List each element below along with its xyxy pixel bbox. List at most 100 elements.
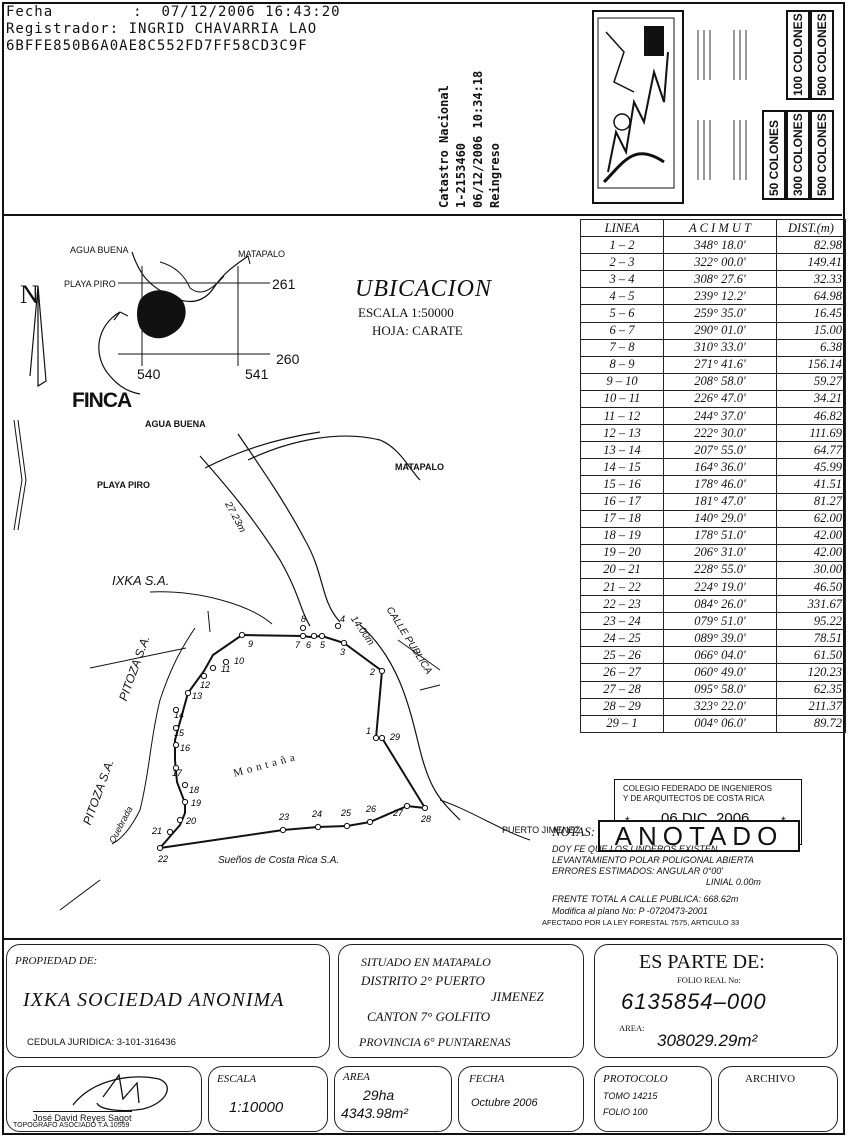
cell-linea: 27 – 28 xyxy=(580,680,664,699)
vertex-marker xyxy=(299,624,307,632)
vertex-label: 15 xyxy=(174,728,185,738)
cell-linea: 10 – 11 xyxy=(580,389,664,409)
plan-agua-buena: AGUA BUENA xyxy=(145,419,206,429)
cell-dist: 41.51 xyxy=(776,475,846,494)
cell-dist: 111.69 xyxy=(776,424,846,443)
vertex-marker xyxy=(172,741,180,749)
cell-dist: 64.98 xyxy=(776,287,846,306)
inset-grid-541: 541 xyxy=(245,366,269,382)
cell-linea: 18 – 19 xyxy=(580,526,664,545)
plan-suenos: Sueños de Costa Rica S.A. xyxy=(218,855,340,866)
vertex-label: 11 xyxy=(221,664,230,674)
cell-linea: 6 – 7 xyxy=(580,321,664,340)
plan-playa-piro: PLAYA PIRO xyxy=(97,480,151,490)
vertex-label: 3 xyxy=(340,647,345,657)
area2-ha: 29ha xyxy=(363,1087,395,1103)
catastro-line4: Reingreso xyxy=(488,142,502,208)
cell-acimut: 348° 18.0' xyxy=(663,236,777,255)
col-dist: DIST.(m) xyxy=(776,218,846,238)
cell-dist: 42.00 xyxy=(776,526,846,545)
escala-box: ESCALA 1:10000 xyxy=(208,1066,328,1132)
vertex-label: 5 xyxy=(320,640,326,650)
cell-acimut: 226° 47.0' xyxy=(663,389,777,409)
registrador-value: INGRID CHAVARRIA LAO xyxy=(128,21,318,37)
vertex-marker xyxy=(421,804,429,812)
fecha-value: : 07/12/2006 16:43:20 xyxy=(133,4,341,20)
stamp-300-label: 300 COLONES xyxy=(791,113,805,196)
vertex-marker xyxy=(181,781,189,789)
fecha-box-label: FECHA xyxy=(469,1073,505,1085)
vertex-marker xyxy=(403,802,411,810)
colegio-line1: COLEGIO FEDERADO DE INGENIEROS xyxy=(623,784,772,793)
cell-dist: 30.00 xyxy=(776,560,846,579)
vertex-marker xyxy=(340,639,348,647)
vertex-marker xyxy=(172,724,180,732)
cell-dist: 46.82 xyxy=(776,407,846,426)
cell-acimut: 181° 47.0' xyxy=(663,492,777,511)
cell-acimut: 310° 33.0' xyxy=(663,338,777,357)
signature-image xyxy=(72,1073,168,1112)
area2-label: AREA xyxy=(343,1071,370,1083)
stamp-100: 100 COLONES xyxy=(786,10,810,100)
situado-line3: JIMENEZ xyxy=(491,989,544,1004)
cell-linea: 22 – 23 xyxy=(580,595,664,614)
cell-acimut: 322° 00.0' xyxy=(663,253,777,272)
cell-acimut: 079° 51.0' xyxy=(663,612,777,631)
fiscal-stamp-image xyxy=(592,10,684,204)
vertex-label: 8 xyxy=(301,614,306,624)
vertex-label: 13 xyxy=(192,691,202,701)
cell-linea: 21 – 22 xyxy=(580,577,664,597)
protocolo-label: PROTOCOLO xyxy=(603,1073,668,1085)
cell-linea: 28 – 29 xyxy=(580,697,664,716)
ubicacion-scale: ESCALA 1:50000 xyxy=(358,305,454,320)
vertex-label: 12 xyxy=(200,680,210,690)
vertex-marker xyxy=(184,689,192,697)
ubicacion-title: UBICACION xyxy=(355,276,492,302)
cell-acimut: 239° 12.2' xyxy=(663,287,777,306)
vertex-label: 1 xyxy=(366,726,371,736)
stamp-100-label: 100 COLONES xyxy=(791,13,805,96)
situado-line1: SITUADO EN MATAPALO xyxy=(361,955,491,969)
header-section: Fecha: 07/12/2006 16:43:20 Registrador: … xyxy=(4,4,842,214)
vertex-label: 26 xyxy=(365,804,376,814)
escala-value: 1:10000 xyxy=(229,1099,284,1116)
vertex-marker xyxy=(200,672,208,680)
stamp-500-top-label: 500 COLONES xyxy=(815,13,829,96)
cell-acimut: 140° 29.0' xyxy=(663,509,777,528)
vertex-label: 10 xyxy=(234,656,244,666)
cell-linea: 5 – 6 xyxy=(580,304,664,323)
cell-acimut: 222° 30.0' xyxy=(663,424,777,443)
cell-linea: 19 – 20 xyxy=(580,543,664,562)
cell-dist: 32.33 xyxy=(776,270,846,289)
protocolo-tomo: TOMO 14215 xyxy=(603,1091,658,1101)
cell-linea: 15 – 16 xyxy=(580,475,664,494)
cell-acimut: 208° 58.0' xyxy=(663,372,777,391)
vertex-marker xyxy=(378,667,386,675)
vertex-label: 29 xyxy=(389,732,400,742)
cell-dist: 6.38 xyxy=(776,338,846,357)
inset-grid-540: 540 xyxy=(137,366,161,382)
vertex-marker xyxy=(334,622,342,630)
cell-dist: 81.27 xyxy=(776,492,846,511)
vertex-label: 23 xyxy=(278,812,289,822)
cell-linea: 7 – 8 xyxy=(580,338,664,357)
notas-line5: FRENTE TOTAL A CALLE PUBLICA: 668.62m xyxy=(552,894,739,904)
folio-real-value: 6135854–000 xyxy=(621,989,767,1014)
cell-linea: 11 – 12 xyxy=(580,407,664,426)
cell-dist: 42.00 xyxy=(776,543,846,562)
protocolo-box: PROTOCOLO TOMO 14215 FOLIO 100 xyxy=(594,1066,712,1132)
area-box: AREA 29ha 4343.98m² xyxy=(334,1066,452,1132)
cell-dist: 156.14 xyxy=(776,355,846,374)
footer-divider xyxy=(4,938,842,940)
vertex-label: 21 xyxy=(151,826,162,836)
fecha-box: FECHA Octubre 2006 xyxy=(458,1066,584,1132)
